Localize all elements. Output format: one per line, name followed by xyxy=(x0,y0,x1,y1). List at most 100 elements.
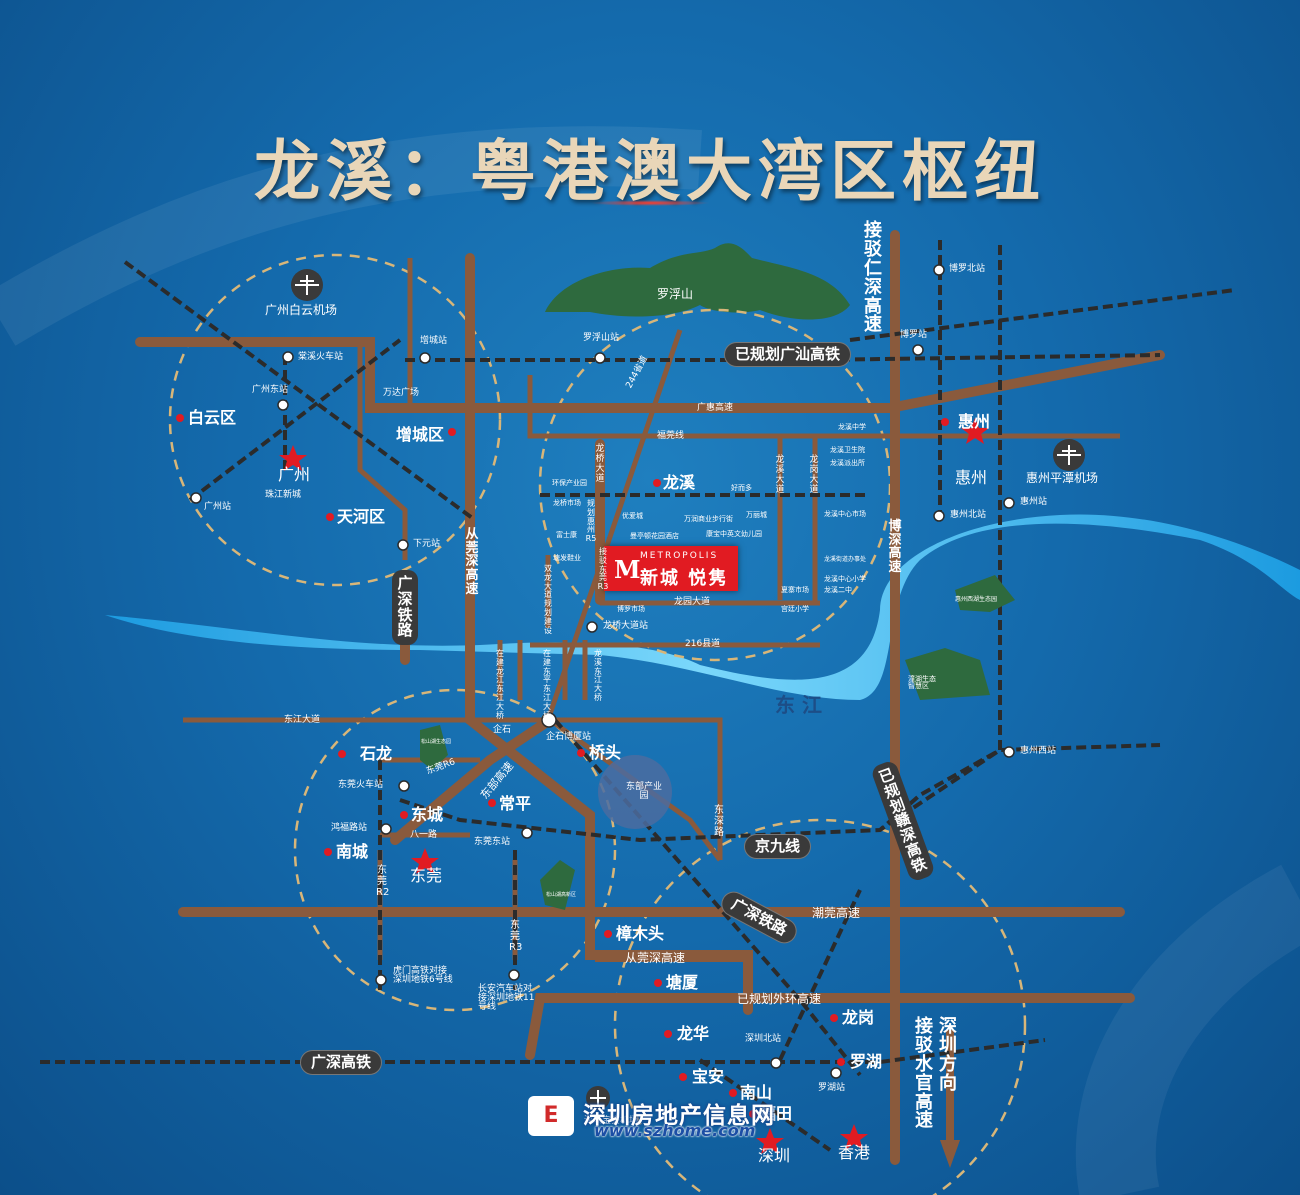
poi-label: 夏寨市场 xyxy=(781,586,809,594)
road-label-guanghui: 广惠高速 xyxy=(697,403,734,413)
district-baiyun: 白云区 xyxy=(188,408,237,427)
project-badge: M METROPOLIS 新城 悦隽 xyxy=(604,546,738,591)
place-wanda: 万达广场 xyxy=(383,388,420,398)
station-icon xyxy=(541,712,557,728)
district-zhangmutou: 樟木头 xyxy=(616,924,665,943)
road-244 xyxy=(545,329,683,721)
district-longgang: 龙岗 xyxy=(842,1008,875,1027)
place-luohu-st: 罗湖站 xyxy=(818,1083,846,1093)
station-icon xyxy=(380,823,392,835)
station-icon xyxy=(912,344,924,356)
poi-label: 松山湖高新区 xyxy=(546,892,577,898)
place-hz-airport: 惠州平潭机场 xyxy=(1026,471,1099,485)
city-huizhou: 惠州 xyxy=(955,468,988,487)
poi-label: 富士康 xyxy=(556,531,577,539)
road-waihuan xyxy=(525,993,1135,1060)
district-shilong: 石龙 xyxy=(360,744,393,763)
station-icon xyxy=(933,510,945,522)
project-logo-icon: M xyxy=(614,555,641,584)
district-tianhe: 天河区 xyxy=(337,507,386,526)
label-shenzhen-direction: 深圳方向 xyxy=(939,1016,957,1094)
watermark: E 深圳房地产信息网 www.szhome.com xyxy=(528,1094,798,1144)
title-underline xyxy=(590,200,710,206)
poi-label: 松山湖生态园 xyxy=(421,739,452,745)
district-tangxia: 塘厦 xyxy=(666,973,699,992)
station-icon xyxy=(586,621,598,633)
watermark-name: 深圳房地产信息网 xyxy=(583,1103,775,1129)
place-xiayuan: 下元站 xyxy=(413,539,441,549)
park-songshan xyxy=(420,725,448,770)
circle-dongguan xyxy=(293,688,617,1012)
road-guanghui xyxy=(135,337,1165,413)
park-hz-eco xyxy=(955,575,1015,612)
station-icon xyxy=(398,780,410,792)
station-icon xyxy=(397,539,409,551)
highways xyxy=(135,230,1165,1165)
label-bozhen: 博深高速 xyxy=(888,519,902,575)
bridge-label-2: 在建东平东江大桥 xyxy=(543,649,551,720)
watermark-url: www.szhome.com xyxy=(594,1121,756,1140)
road-label-bayi: 八一路 xyxy=(410,830,438,840)
station-icon xyxy=(508,969,520,981)
watermark-logo-icon: E xyxy=(528,1096,574,1136)
place-gz-station: 广州站 xyxy=(204,502,232,512)
star-icon xyxy=(961,418,989,444)
poi-label: 宫廷小学 xyxy=(781,605,809,613)
bridge-label-3: 龙溪东江大桥 xyxy=(594,649,602,702)
poi-label: 龙溪街道办事处 xyxy=(824,556,867,563)
district-longhua: 龙华 xyxy=(677,1024,710,1043)
place-changan: 长安汽车站对接深圳地铁11号线 xyxy=(478,984,535,1012)
district-nancheng: 南城 xyxy=(336,842,369,861)
road-conghuan xyxy=(465,253,753,1015)
station-icon xyxy=(1003,746,1015,758)
place-sz-north: 深圳北站 xyxy=(745,1034,782,1044)
road-minor xyxy=(357,340,408,560)
star-icon xyxy=(756,1128,784,1154)
label-renshen: 接驳仁深高速 xyxy=(864,220,882,336)
place-dongbu: 东部产业园 xyxy=(625,782,662,801)
station-icon xyxy=(594,352,606,364)
road-label-longgang-ave: 龙岗大道 xyxy=(809,455,819,495)
station-icon xyxy=(190,492,202,504)
poi-label: 万丽城 xyxy=(746,511,767,519)
poi-label: 优爱城 xyxy=(622,512,643,520)
district-zengcheng: 增城区 xyxy=(396,425,445,444)
road-label-shuanglong: 双龙大道规划建设 xyxy=(544,564,552,635)
circle-shenzhen xyxy=(613,818,1027,1195)
road-minor xyxy=(527,375,783,480)
rail-sz xyxy=(698,1058,832,1152)
district-huizhou: 惠州 xyxy=(958,412,991,431)
mountain-luofu xyxy=(545,243,850,320)
city-star-icons xyxy=(279,418,989,1154)
label-conghuan: 从莞深高速 xyxy=(465,527,479,597)
star-icon xyxy=(279,445,307,471)
station-icon xyxy=(830,1067,842,1079)
rail-guangshen xyxy=(553,718,862,1077)
district-nanshan: 南山 xyxy=(740,1083,773,1102)
place-longqiao-st: 龙桥大道站 xyxy=(603,621,649,631)
swoosh-shape xyxy=(0,126,702,346)
city-hongkong: 香港 xyxy=(838,1143,871,1162)
place-hz-north: 惠州北站 xyxy=(950,510,987,520)
poi-label: 龙溪二中 xyxy=(824,586,852,594)
road-label-dongjiang: 东江大道 xyxy=(284,715,321,725)
road-label-chaoguan: 潮莞高速 xyxy=(812,906,861,920)
project-name-cn: 新城 悦隽 xyxy=(640,568,729,589)
poi-label: 万润商业步行街 xyxy=(684,515,733,523)
rail-sz2 xyxy=(778,889,862,1061)
map-title: 龙溪：粤港澳大湾区枢纽 xyxy=(254,132,1046,210)
station-icon xyxy=(1003,497,1015,509)
station-icon xyxy=(933,264,945,276)
station-icon xyxy=(521,827,533,839)
poi-label: 龙桥市场 xyxy=(553,499,581,507)
poi-label: 康宝中英文幼儿园 xyxy=(706,530,762,538)
poi-label: 好而多 xyxy=(731,484,752,492)
circle-guangzhou xyxy=(168,253,502,587)
place-boluo-st: 博罗站 xyxy=(900,330,928,340)
dongbu-park xyxy=(598,755,672,829)
park-songshan-b xyxy=(540,860,575,910)
road-label-r3: 东莞R3 xyxy=(509,920,523,953)
place-zhujiang: 珠江新城 xyxy=(265,490,302,500)
road-label-dongshen: 东深路 xyxy=(714,805,724,838)
pill-guangshan: 已规划广汕高铁 xyxy=(724,342,852,367)
